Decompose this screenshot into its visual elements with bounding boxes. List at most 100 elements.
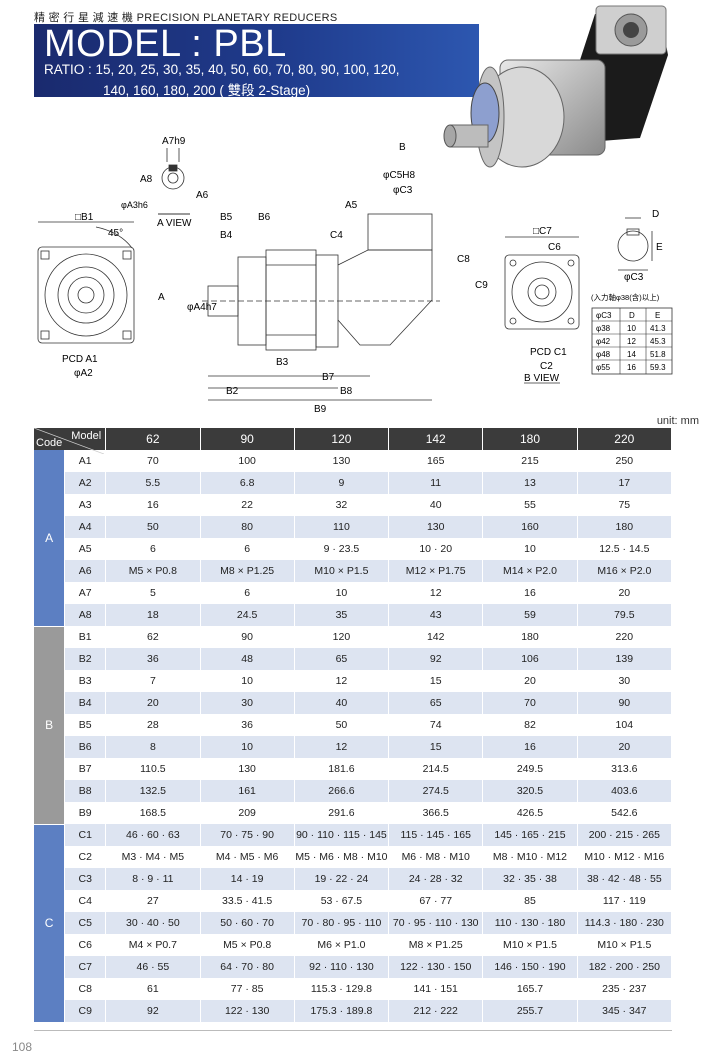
table-cell: 160	[482, 516, 578, 538]
table-cell: 55	[482, 494, 578, 516]
table-cell: M10 × P1.5	[294, 560, 390, 582]
label-c3: φC3	[393, 185, 413, 196]
table-cell: 320.5	[482, 780, 578, 802]
bore-cell: 14	[627, 350, 636, 359]
label-a8: A8	[140, 174, 153, 185]
b-view	[504, 236, 580, 384]
group-label-c: C	[34, 824, 66, 1023]
table-cell: 214.5	[388, 758, 484, 780]
table-cell: 33.5 · 41.5	[200, 890, 295, 912]
corner-diagonal	[34, 428, 104, 454]
label-c5: φC5H8	[383, 170, 415, 181]
table-cell: 180	[577, 516, 673, 538]
table-cell: 70	[482, 692, 578, 714]
table-cell: 5	[105, 582, 201, 604]
ratio-line-1: RATIO : 15, 20, 25, 30, 35, 40, 50, 60, …	[44, 62, 400, 77]
unit-label: unit: mm	[656, 415, 699, 427]
label-c7: □C7	[533, 226, 552, 237]
table-cell: 120	[294, 626, 390, 648]
table-cell: 62	[105, 626, 201, 648]
table-cell: 313.6	[577, 758, 673, 780]
table-cell: 77 · 85	[200, 978, 295, 1000]
title-banner	[34, 24, 479, 97]
group-label-b: B	[34, 626, 66, 825]
table-cell: 12	[294, 736, 390, 758]
row-code: C8	[64, 978, 107, 1000]
bore-th-2: E	[655, 311, 660, 320]
label-a2: φA2	[74, 368, 93, 379]
keyway-detail	[617, 217, 653, 271]
label-b2: B2	[226, 386, 239, 397]
table-cell: 32	[294, 494, 390, 516]
table-cell: 145 · 165 · 215	[482, 824, 578, 846]
table-cell: 79.5	[577, 604, 673, 626]
label-b3: B3	[276, 357, 289, 368]
bore-table: φC3 D E φ38 10 41.3 φ42 12 45.3 φ48 14 5…	[591, 307, 673, 375]
table-cell: M16 × P2.0	[577, 560, 673, 582]
table-cell: 8 · 9 · 11	[105, 868, 201, 890]
row-code: A5	[64, 538, 107, 560]
table-cell: 100	[200, 450, 295, 472]
row-code: A6	[64, 560, 107, 582]
label-a5: A5	[345, 200, 358, 211]
row-code: B3	[64, 670, 107, 692]
table-cell: 59	[482, 604, 578, 626]
bore-cell: 45.3	[650, 337, 666, 346]
label-d: D	[652, 209, 659, 220]
label-a-arrow: A	[158, 292, 165, 303]
table-cell: 9	[294, 472, 390, 494]
row-code: A7	[64, 582, 107, 604]
table-cell: 46 · 60 · 63	[105, 824, 201, 846]
table-cell: M4 · M5 · M6	[200, 846, 295, 868]
table-cell: 22	[200, 494, 295, 516]
table-cell: 16	[482, 736, 578, 758]
table-cell: 161	[200, 780, 295, 802]
table-cell: 249.5	[482, 758, 578, 780]
bore-cell: φ38	[596, 324, 611, 333]
table-cell: 19 · 22 · 24	[294, 868, 390, 890]
label-c9: C9	[475, 280, 488, 291]
table-cell: 13	[482, 472, 578, 494]
table-cell: 212 · 222	[388, 1000, 484, 1022]
table-cell: 5.5	[105, 472, 201, 494]
table-cell: 9 · 23.5	[294, 538, 390, 560]
table-cell: 40	[388, 494, 484, 516]
table-cell: 366.5	[388, 802, 484, 824]
table-cell: M8 × P1.25	[388, 934, 484, 956]
table-cell: 235 · 237	[577, 978, 673, 1000]
table-cell: 130	[294, 450, 390, 472]
row-code: B8	[64, 780, 107, 802]
table-cell: 40	[294, 692, 390, 714]
a-view	[158, 148, 190, 215]
table-cell: 70 · 80 · 95 · 110	[294, 912, 390, 934]
label-b9: B9	[314, 404, 327, 415]
row-code: A4	[64, 516, 107, 538]
table-cell: 165	[388, 450, 484, 472]
table-corner-header: Model Code	[34, 428, 107, 454]
table-cell: 274.5	[388, 780, 484, 802]
table-cell: 20	[577, 582, 673, 604]
table-cell: 130	[388, 516, 484, 538]
table-cell: 115 · 145 · 165	[388, 824, 484, 846]
table-cell: 122 · 130 · 150	[388, 956, 484, 978]
row-code: A2	[64, 472, 107, 494]
bore-th-1: D	[629, 311, 635, 320]
table-cell: 85	[482, 890, 578, 912]
table-cell: 115.3 · 129.8	[294, 978, 390, 1000]
bore-th-0: φC3	[596, 311, 612, 320]
table-cell: 132.5	[105, 780, 201, 802]
bottom-rule	[34, 1030, 672, 1031]
table-cell: 92 · 110 · 130	[294, 956, 390, 978]
label-c4: C4	[330, 230, 343, 241]
row-code: B7	[64, 758, 107, 780]
row-code: B6	[64, 736, 107, 758]
